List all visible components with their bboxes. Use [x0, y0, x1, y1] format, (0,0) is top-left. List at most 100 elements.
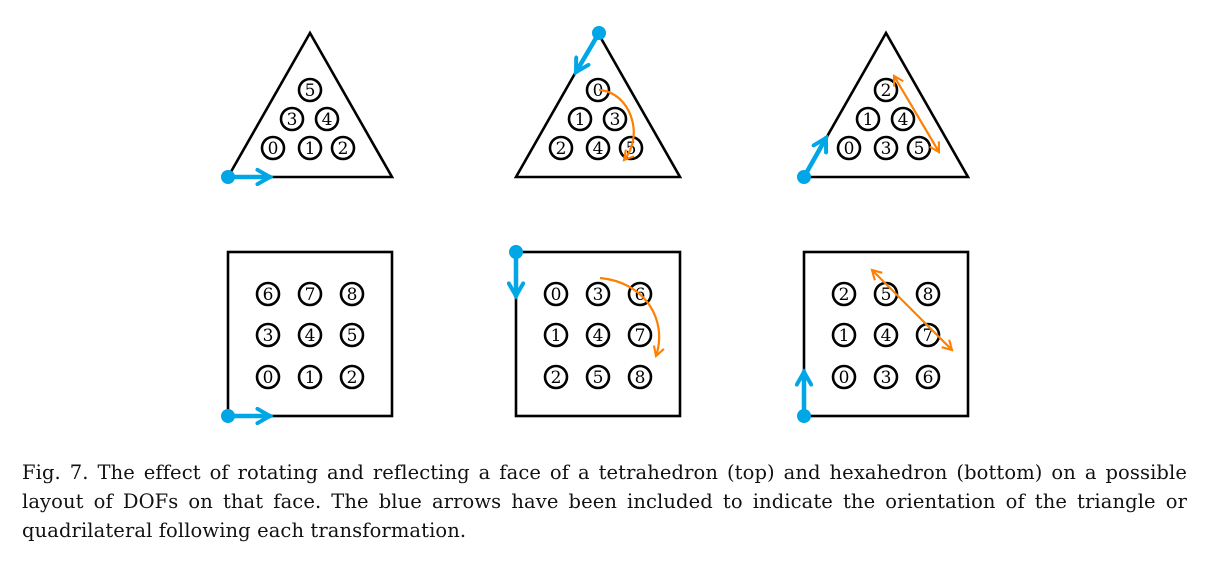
- node-circle: [297, 364, 323, 390]
- node-circle: [339, 281, 365, 307]
- node-label: 3: [287, 110, 298, 130]
- node-label: 3: [610, 110, 621, 130]
- node-label: 0: [839, 368, 850, 388]
- dof-node: 1: [297, 364, 323, 390]
- node-label: 8: [923, 285, 934, 305]
- dof-node: 3: [873, 364, 899, 390]
- node-label: 4: [305, 326, 316, 346]
- rotation-arrow: [598, 88, 635, 162]
- node-label: 2: [839, 285, 850, 305]
- dof-node: 3: [873, 135, 899, 161]
- dof-node: 8: [627, 364, 653, 390]
- node-circle: [339, 322, 365, 348]
- node-label: 5: [914, 139, 925, 159]
- orientation-origin-dot: [592, 26, 606, 40]
- orientation-origin-dot: [797, 409, 811, 423]
- node-circle: [543, 281, 569, 307]
- node-circle: [831, 364, 857, 390]
- dof-node: 7: [297, 281, 323, 307]
- dof-node: 2: [543, 364, 569, 390]
- dof-node: 8: [339, 281, 365, 307]
- node-circle: [567, 106, 593, 132]
- node-label: 8: [635, 368, 646, 388]
- dof-node: 0: [585, 77, 611, 103]
- dof-node: 5: [873, 281, 899, 307]
- orientation-origin-dot: [221, 170, 235, 184]
- node-circle: [585, 322, 611, 348]
- node-circle: [330, 135, 356, 161]
- dof-node: 5: [585, 364, 611, 390]
- node-circle: [297, 322, 323, 348]
- node-circle: [627, 364, 653, 390]
- node-circle: [627, 322, 653, 348]
- node-label: 1: [551, 326, 562, 346]
- node-circle: [260, 135, 286, 161]
- node-label: 2: [338, 139, 349, 159]
- node-circle: [602, 106, 628, 132]
- dof-node: 3: [255, 322, 281, 348]
- node-label: 2: [556, 139, 567, 159]
- node-label: 8: [347, 285, 358, 305]
- node-circle: [831, 322, 857, 348]
- dof-node: 6: [915, 364, 941, 390]
- node-circle: [915, 364, 941, 390]
- node-circle: [297, 281, 323, 307]
- dof-node: 4: [585, 322, 611, 348]
- node-circle: [314, 106, 340, 132]
- node-circle: [297, 135, 323, 161]
- node-label: 7: [305, 285, 316, 305]
- dof-node: 1: [831, 322, 857, 348]
- node-circle: [255, 281, 281, 307]
- node-label: 1: [305, 368, 316, 388]
- triangle-face-original: [225, 30, 395, 179]
- dof-node: 4: [585, 135, 611, 161]
- square-face-original: [226, 250, 394, 418]
- node-label: 4: [593, 139, 604, 159]
- dof-node: 2: [831, 281, 857, 307]
- reflection-arrow: [870, 268, 954, 352]
- dof-node: 1: [567, 106, 593, 132]
- dof-node: 2: [339, 364, 365, 390]
- node-label: 3: [881, 368, 892, 388]
- dof-node: 8: [915, 281, 941, 307]
- node-label: 2: [881, 81, 892, 101]
- node-label: 5: [593, 368, 604, 388]
- node-circle: [585, 77, 611, 103]
- node-circle: [836, 135, 862, 161]
- dof-node: 7: [627, 322, 653, 348]
- dof-node: 3: [279, 106, 305, 132]
- dof-node: 0: [255, 364, 281, 390]
- dof-node: 1: [543, 322, 569, 348]
- node-label: 0: [268, 139, 279, 159]
- node-label: 5: [305, 81, 316, 101]
- node-circle: [543, 322, 569, 348]
- node-circle: [297, 77, 323, 103]
- dof-node: 1: [855, 106, 881, 132]
- square-face-rotated: [514, 250, 682, 418]
- dof-node: 0: [260, 135, 286, 161]
- node-label: 4: [898, 110, 909, 130]
- dof-node: 4: [314, 106, 340, 132]
- orientation-arrow: [801, 138, 829, 180]
- node-label: 1: [863, 110, 874, 130]
- node-label: 0: [844, 139, 855, 159]
- node-label: 1: [839, 326, 850, 346]
- node-circle: [255, 364, 281, 390]
- node-label: 3: [881, 139, 892, 159]
- rotation-arrow: [599, 276, 665, 359]
- figure-caption: Fig. 7. The effect of rotating and refle…: [22, 461, 1187, 542]
- node-circle: [543, 364, 569, 390]
- node-label: 2: [551, 368, 562, 388]
- dof-node: 5: [339, 322, 365, 348]
- dof-node: 6: [255, 281, 281, 307]
- node-label: 3: [263, 326, 274, 346]
- node-circle: [585, 364, 611, 390]
- dof-node: 0: [836, 135, 862, 161]
- node-circle: [585, 281, 611, 307]
- dof-node: 2: [330, 135, 356, 161]
- node-label: 6: [263, 285, 274, 305]
- node-label: 1: [305, 139, 316, 159]
- dof-node: 0: [831, 364, 857, 390]
- node-circle: [339, 364, 365, 390]
